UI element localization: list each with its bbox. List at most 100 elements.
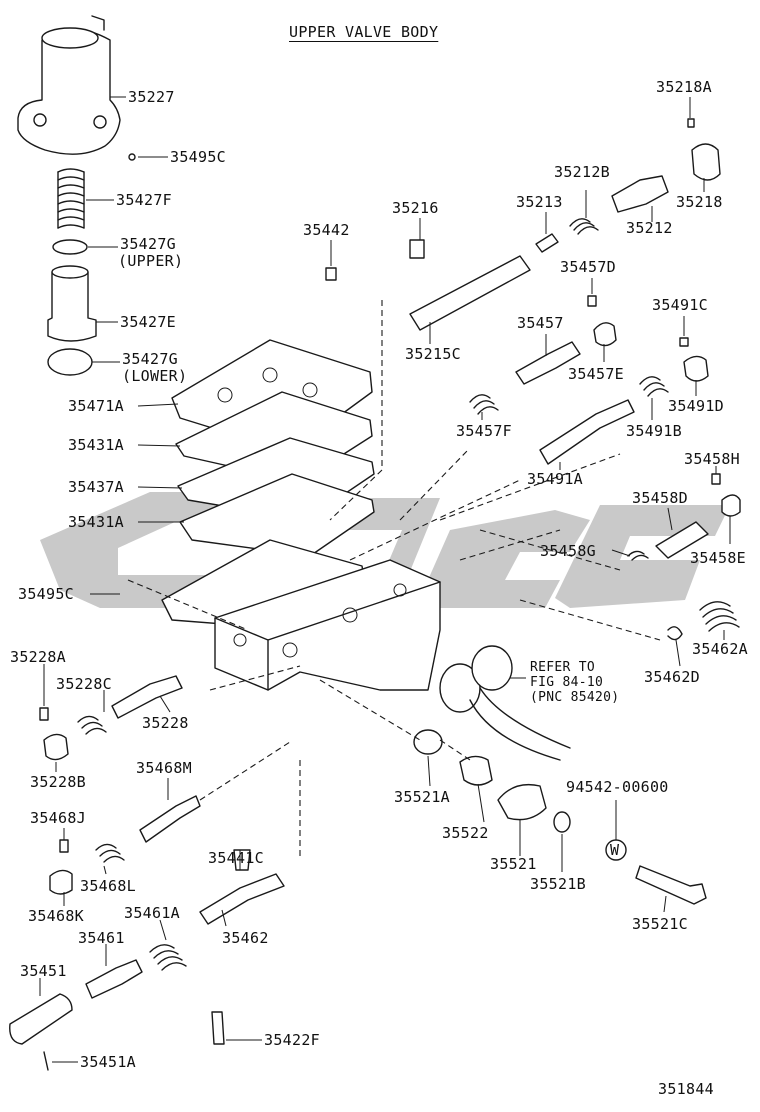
part-label-35462[interactable]: 35462 — [222, 929, 269, 947]
part-label-35228a[interactable]: 35228A — [10, 648, 66, 666]
alignment-lines — [127, 300, 661, 860]
drawing-number: 351844 — [658, 1080, 714, 1098]
part-label-35451[interactable]: 35451 — [20, 962, 67, 980]
part-label-35468m[interactable]: 35468M — [136, 759, 192, 777]
plug-35442 — [325, 267, 337, 281]
note-upper: (UPPER) — [118, 252, 184, 270]
upper-valve-body — [214, 559, 441, 691]
part-label-35431a-lower[interactable]: 35431A — [68, 513, 124, 531]
part-label-35521a[interactable]: 35521A — [394, 788, 450, 806]
plug-35491d — [683, 355, 709, 382]
diagram-title: UPPER VALVE BODY — [289, 23, 439, 41]
part-label-35491c[interactable]: 35491C — [652, 296, 708, 314]
spring-35491b — [639, 376, 669, 397]
part-label-35212[interactable]: 35212 — [626, 219, 673, 237]
part-label-35461a[interactable]: 35461A — [124, 904, 180, 922]
o-ring-upper — [52, 239, 88, 255]
accumulator-cover-part — [17, 15, 121, 155]
part-label-35522[interactable]: 35522 — [442, 824, 489, 842]
pin-35451a — [43, 1051, 49, 1071]
part-label-35462a[interactable]: 35462A — [692, 640, 748, 658]
part-label-35495c-side[interactable]: 35495C — [18, 585, 74, 603]
spring-35461a — [149, 944, 187, 971]
o-ring-35495c-top — [128, 153, 136, 161]
spring-35468l — [95, 843, 125, 863]
part-label-35427g-lower[interactable]: 35427G — [122, 350, 178, 368]
refer-note-line-1: REFER TO — [530, 660, 596, 675]
retainer-35422f — [211, 1011, 225, 1045]
part-label-35491d[interactable]: 35491D — [668, 397, 724, 415]
part-label-35457d[interactable]: 35457D — [560, 258, 616, 276]
part-label-35491b[interactable]: 35491B — [626, 422, 682, 440]
part-label-35462d[interactable]: 35462D — [644, 668, 700, 686]
part-label-35427f[interactable]: 35427F — [116, 191, 172, 209]
solenoid-35521 — [497, 783, 547, 821]
plug-35218 — [691, 143, 721, 181]
part-label-35458h[interactable]: 35458H — [684, 450, 740, 468]
part-label-35468j[interactable]: 35468J — [30, 809, 86, 827]
part-label-35461[interactable]: 35461 — [78, 929, 125, 947]
part-label-35216[interactable]: 35216 — [392, 199, 439, 217]
plunger-35522 — [459, 755, 493, 786]
part-label-35458d[interactable]: 35458D — [632, 489, 688, 507]
solenoid-assembly — [439, 645, 571, 761]
part-label-35213[interactable]: 35213 — [516, 193, 563, 211]
plug-35521a — [413, 729, 443, 755]
pin-35458h — [711, 473, 721, 485]
part-label-35521b[interactable]: 35521B — [530, 875, 586, 893]
part-label-35427e[interactable]: 35427E — [120, 313, 176, 331]
part-label-35457f[interactable]: 35457F — [456, 422, 512, 440]
plug-35228b — [43, 733, 69, 761]
valve-35462 — [199, 873, 285, 925]
part-label-35422f[interactable]: 35422F — [264, 1031, 320, 1049]
part-label-35227[interactable]: 35227 — [128, 88, 175, 106]
part-label-35468l[interactable]: 35468L — [80, 877, 136, 895]
part-label-35457e[interactable]: 35457E — [568, 365, 624, 383]
part-label-35458e[interactable]: 35458E — [690, 549, 746, 567]
gasket-35431a-lower — [179, 473, 375, 557]
part-label-35218[interactable]: 35218 — [676, 193, 723, 211]
part-label-35431a-upper[interactable]: 35431A — [68, 436, 124, 454]
part-label-35218a[interactable]: 35218A — [656, 78, 712, 96]
spring-35427f — [57, 168, 85, 229]
plug-35457e — [593, 322, 617, 347]
part-label-35471a[interactable]: 35471A — [68, 397, 124, 415]
part-label-35441c[interactable]: 35441C — [208, 849, 264, 867]
valve-35468m — [139, 795, 201, 843]
part-label-35521c[interactable]: 35521C — [632, 915, 688, 933]
plunger-35213 — [535, 233, 559, 253]
piston-35427e — [47, 265, 97, 342]
part-label-35491a[interactable]: 35491A — [527, 470, 583, 488]
part-label-94542-00600[interactable]: 94542-00600 — [566, 778, 669, 796]
spring-35228c — [77, 715, 107, 735]
part-label-35215c[interactable]: 35215C — [405, 345, 461, 363]
part-label-35437a[interactable]: 35437A — [68, 478, 124, 496]
refer-note-line-2[interactable]: FIG 84-10 — [530, 675, 604, 690]
refer-note-line-3: (PNC 85420) — [530, 690, 620, 705]
o-ring-35521b — [553, 811, 571, 833]
valve-35491a — [539, 399, 635, 465]
part-label-35442[interactable]: 35442 — [303, 221, 350, 239]
spring-35458g — [627, 550, 649, 561]
part-label-35228[interactable]: 35228 — [142, 714, 189, 732]
part-label-35228b[interactable]: 35228B — [30, 773, 86, 791]
plug-35458e — [721, 494, 741, 517]
pin-35228a — [39, 707, 49, 721]
plug-35468k — [49, 869, 73, 895]
part-label-35468k[interactable]: 35468K — [28, 907, 84, 925]
part-label-35451a[interactable]: 35451A — [80, 1053, 136, 1071]
valve-35228 — [111, 675, 183, 719]
valve-35457 — [515, 341, 581, 385]
part-label-35228c[interactable]: 35228C — [56, 675, 112, 693]
pin-35491c — [679, 337, 689, 347]
part-label-35212b[interactable]: 35212B — [554, 163, 610, 181]
valve-35458d — [655, 521, 709, 559]
part-label-35495c-top[interactable]: 35495C — [170, 148, 226, 166]
part-label-35427g-upper[interactable]: 35427G — [120, 235, 176, 253]
o-ring-lower — [47, 348, 93, 376]
part-label-35458g[interactable]: 35458G — [540, 542, 596, 560]
spring-35462a — [699, 601, 740, 632]
part-label-35521[interactable]: 35521 — [490, 855, 537, 873]
part-label-35457[interactable]: 35457 — [517, 314, 564, 332]
